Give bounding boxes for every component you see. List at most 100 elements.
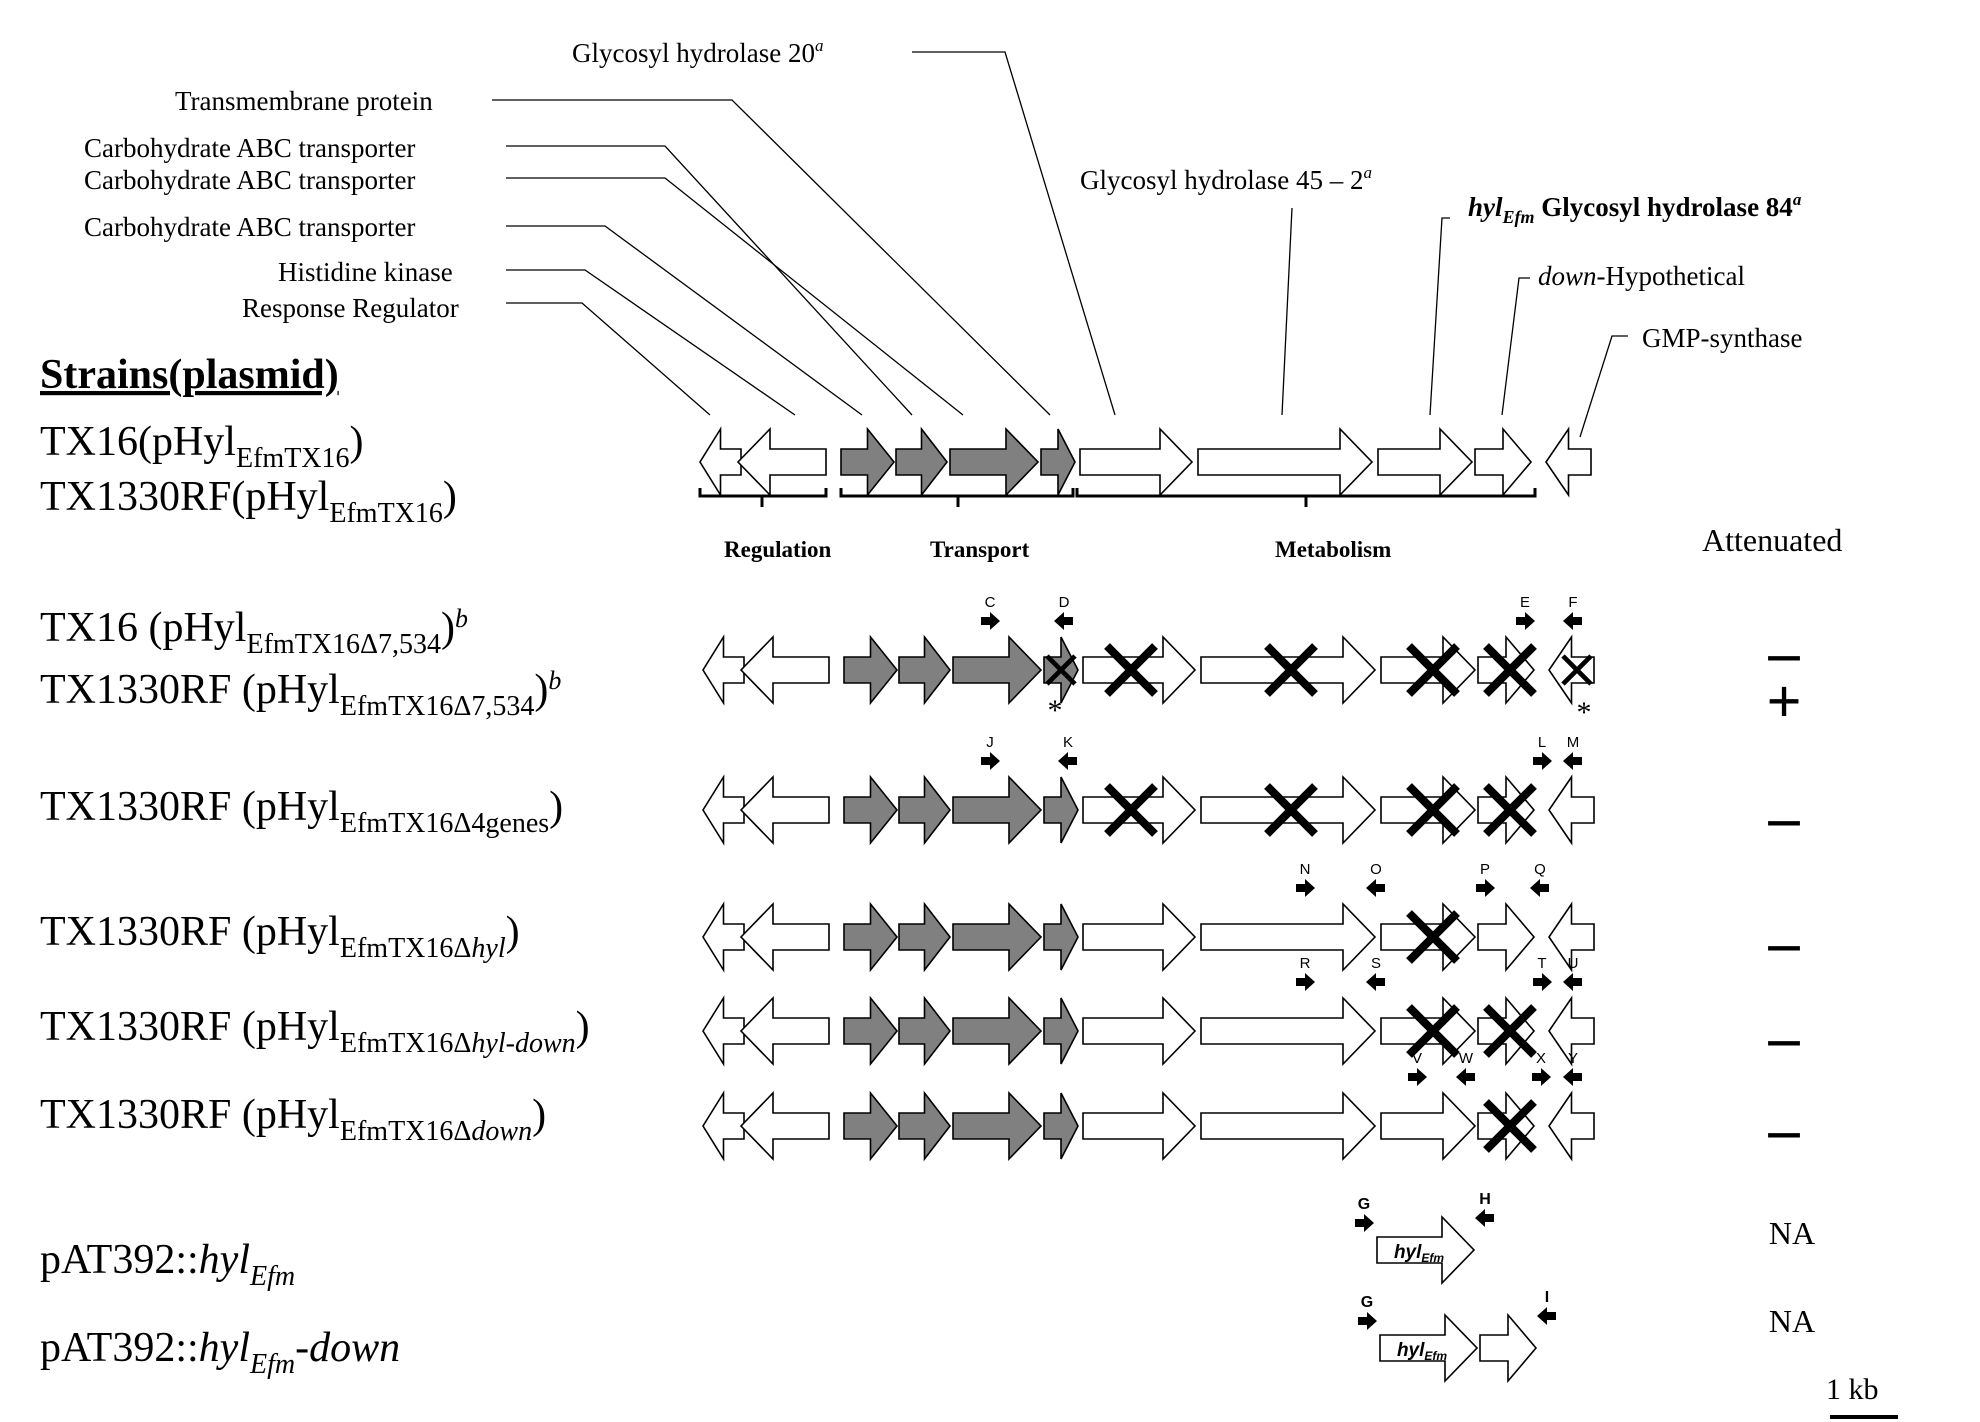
gene-histidine-kinase xyxy=(739,902,830,972)
gene-gmp-synthase xyxy=(1548,995,1595,1067)
label-transmembrane: Transmembrane protein xyxy=(175,86,433,116)
leader-lines xyxy=(492,51,1628,438)
primer-arrow xyxy=(1054,612,1073,630)
primer-label: R xyxy=(1300,955,1311,972)
scale-label: 1 kb xyxy=(1826,1373,1879,1406)
primer-arrow xyxy=(1408,1068,1427,1086)
primer-arrow xyxy=(1366,879,1385,897)
gene-abc-transporter-2 xyxy=(898,634,952,706)
gene-histidine-kinase xyxy=(739,635,830,705)
asterisk-mark: * xyxy=(1577,696,1592,729)
primer-label: K xyxy=(1063,734,1073,751)
section-title: Strains(plasmid) xyxy=(40,352,339,398)
gene-gh45 xyxy=(1200,996,1377,1066)
deletion-mark xyxy=(1104,783,1158,837)
primer-label: F xyxy=(1568,594,1577,611)
primer-label: L xyxy=(1538,734,1546,751)
gene-gh45 xyxy=(1200,1091,1377,1161)
primer-label: H xyxy=(1479,1191,1491,1208)
primer-label: X xyxy=(1536,1050,1546,1067)
deletion-mark xyxy=(1483,1099,1537,1153)
label-histidine-kinase: Histidine kinase xyxy=(278,257,453,287)
gene-gh20 xyxy=(1082,635,1197,705)
gene-abc-transporter-1 xyxy=(840,426,896,498)
primer-label: P xyxy=(1480,861,1490,878)
gene-down xyxy=(1479,1312,1538,1384)
primer-label: I xyxy=(1545,1289,1549,1306)
gene-labels: Glycosyl hydrolase 20a Transmembrane pro… xyxy=(84,36,1803,353)
gene-response-regulator xyxy=(699,426,742,498)
deletion-mark xyxy=(1406,910,1460,964)
gene-transmembrane xyxy=(1043,776,1079,844)
primer-label: G xyxy=(1358,1196,1370,1213)
gene-gh20 xyxy=(1079,427,1194,497)
gene-abc-transporter-3 xyxy=(952,775,1043,845)
primer-arrow xyxy=(1058,752,1077,770)
gene-response-regulator xyxy=(702,901,745,973)
primer-arrow xyxy=(1456,1068,1475,1086)
deletion-mark xyxy=(1406,643,1460,697)
attenuation-row-h: NA xyxy=(1769,1303,1815,1339)
gene-abc-transporter-3 xyxy=(952,635,1043,705)
group-transport: Transport xyxy=(930,537,1030,562)
gene-gmp-synthase xyxy=(1548,901,1595,973)
primer-label: N xyxy=(1300,861,1311,878)
primer-arrow xyxy=(1296,973,1315,991)
gene-histidine-kinase xyxy=(736,427,827,497)
strain-tx1330rf-dhyl-down: TX1330RF (pHylEfmTX16Δhyl-down) xyxy=(40,1004,590,1059)
strain-pat392-hyl-down: pAT392::hylEfm-down xyxy=(40,1325,400,1380)
gene-gh45 xyxy=(1200,902,1377,972)
primer-arrow xyxy=(1563,973,1582,991)
strain-tx1330rf-dhyl: TX1330RF (pHylEfmTX16Δhyl) xyxy=(40,909,520,964)
attenuation-row-c: – xyxy=(1768,784,1801,852)
attenuation-row-a: – xyxy=(1768,619,1801,687)
gene-abc-transporter-1 xyxy=(843,634,899,706)
gene-gmp-synthase xyxy=(1548,774,1595,846)
label-gh45: Glycosyl hydrolase 45 – 2a xyxy=(1080,163,1372,195)
deletion-mark xyxy=(1561,654,1593,686)
label-response-regulator: Response Regulator xyxy=(242,293,459,323)
strain-tx1330rf-d7534: TX1330RF (pHylEfmTX16Δ7,534)b xyxy=(40,666,561,722)
primer-label: G xyxy=(1361,1294,1373,1311)
label-hyl: hylEfm Glycosyl hydrolase 84a xyxy=(1468,190,1802,227)
group-regulation: Regulation xyxy=(724,537,832,562)
primer-label: C xyxy=(985,594,996,611)
gene-abc-transporter-2 xyxy=(898,774,952,846)
gene-abc-transporter-2 xyxy=(898,995,952,1067)
primer-arrow xyxy=(1563,612,1582,630)
primer-arrow xyxy=(1563,1068,1582,1086)
primer-arrow xyxy=(1355,1214,1374,1232)
gene-hyl xyxy=(1380,1091,1477,1161)
deletion-mark xyxy=(1045,654,1077,686)
gene-response-regulator xyxy=(702,995,745,1067)
primer-arrow xyxy=(1530,879,1549,897)
deletion-mark xyxy=(1483,1004,1537,1058)
primer-arrow xyxy=(1475,1209,1494,1227)
hyl-inner-label: hylEfm xyxy=(1397,1340,1447,1363)
gene-gh20 xyxy=(1082,775,1197,845)
primer-label: W xyxy=(1459,1050,1474,1067)
gene-abc-transporter-1 xyxy=(843,995,899,1067)
gene-gh20 xyxy=(1082,1091,1197,1161)
strain-tx16-wt: TX16(pHylEfmTX16) xyxy=(40,419,364,474)
primer-arrow xyxy=(1476,879,1495,897)
gene-abc-transporter-3 xyxy=(952,902,1043,972)
primer-arrow xyxy=(981,752,1000,770)
gene-hyl xyxy=(1379,1313,1479,1383)
construct-pat392-hyl-down: hylEfm G I xyxy=(1358,1289,1556,1384)
gene-histidine-kinase xyxy=(739,996,830,1066)
gene-abc-transporter-2 xyxy=(898,901,952,973)
deletion-mark xyxy=(1483,783,1537,837)
group-brackets xyxy=(698,488,1537,507)
primer-arrow xyxy=(1358,1312,1377,1330)
gene-hyl xyxy=(1377,427,1474,497)
gene-response-regulator xyxy=(702,1090,745,1162)
attenuation-row-e: – xyxy=(1768,1004,1801,1072)
label-abc-1: Carbohydrate ABC transporter xyxy=(84,133,415,163)
gene-gh45 xyxy=(1197,427,1374,497)
primer-label: O xyxy=(1370,861,1382,878)
